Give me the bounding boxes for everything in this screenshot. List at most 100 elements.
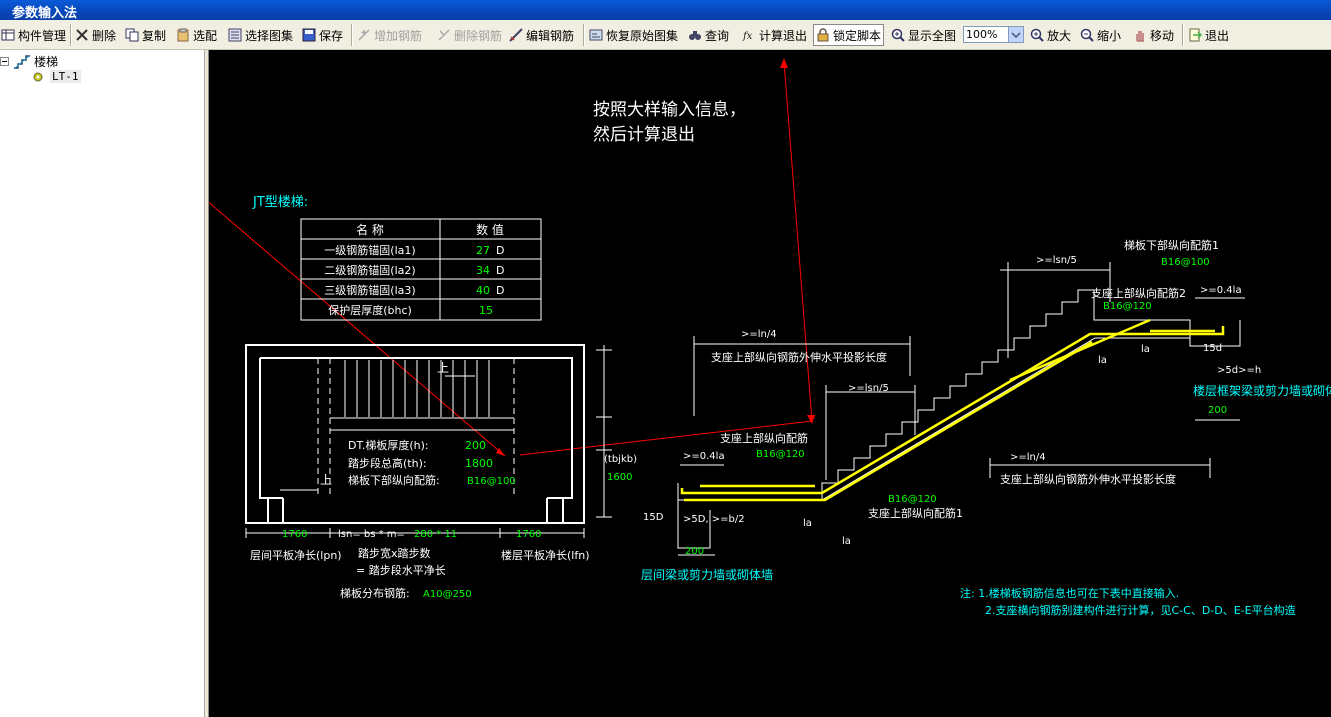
query-button[interactable]: 查询 — [688, 24, 729, 46]
calc-exit-button[interactable]: fx 计算退出 — [742, 24, 807, 46]
tree-node-stairs[interactable]: 楼梯 — [0, 53, 58, 70]
edit-rebar-label: 编辑钢筋 — [526, 28, 575, 43]
title-bar: 参数输入法 — [0, 0, 1331, 21]
svg-text:fx: fx — [742, 31, 753, 42]
rebar-lines — [680, 318, 1225, 502]
thickness-label: DT.梯板厚度(h): — [348, 438, 429, 452]
tbjkb-label: (tbjkb) — [604, 454, 637, 465]
dropdown-arrow-icon[interactable] — [1008, 27, 1023, 42]
lock-script-button[interactable]: 锁定脚本 — [813, 24, 885, 46]
right-length-value[interactable]: 1760 — [516, 529, 541, 540]
delete-rebar-icon — [438, 29, 450, 41]
bottom-rebar-label: 梯板下部纵向配筋: — [348, 473, 440, 487]
table-row-unit: D — [496, 284, 504, 297]
zoom-in-button[interactable]: 放大 — [1030, 24, 1071, 46]
top-rebar1-value[interactable]: B16@100 — [1161, 257, 1210, 268]
toolbar-separator — [351, 24, 353, 46]
la-label-b: la — [1098, 355, 1107, 366]
delete-button[interactable]: 删除 — [75, 24, 116, 46]
support-top2-value[interactable]: B16@120 — [1103, 301, 1152, 312]
table-row-value[interactable]: 40 — [476, 284, 490, 297]
height-value[interactable]: 1800 — [465, 457, 493, 470]
ge5d-b2: >5D, >=b/2 — [683, 514, 745, 525]
annotation-line1: 按照大样输入信息， — [593, 100, 746, 120]
lsn5-mid: >=lsn/5 — [848, 383, 889, 394]
save-button[interactable]: 保存 — [302, 24, 343, 46]
right-200-value[interactable]: 200 — [1208, 405, 1227, 416]
bottom-rebar-value[interactable]: B16@100 — [467, 476, 516, 487]
save-label: 保存 — [319, 28, 344, 43]
restore-icon — [589, 29, 603, 41]
annotation-line2: 然后计算退出 — [593, 125, 695, 145]
toolbar-separator — [70, 24, 72, 46]
restore-atlas-button[interactable]: 恢复原始图集 — [589, 24, 678, 46]
add-rebar-button[interactable]: 增加钢筋 — [357, 24, 422, 46]
ln4-left: >=ln/4 — [741, 329, 777, 340]
component-manage-button[interactable]: 构件管理 — [1, 24, 66, 46]
exit-button[interactable]: 退出 — [1188, 24, 1229, 46]
thickness-value[interactable]: 200 — [465, 439, 486, 452]
move-label: 移动 — [1150, 28, 1175, 43]
zoom-select[interactable] — [963, 26, 1024, 43]
support-top-value[interactable]: B16@120 — [756, 449, 805, 460]
left-support-label: 层间梁或剪力墙或砌体墙 — [641, 567, 773, 582]
mid-caption-1: 踏步宽x踏步数 — [358, 546, 431, 560]
show-all-label: 显示全图 — [908, 28, 957, 43]
edit-rebar-button[interactable]: 编辑钢筋 — [509, 24, 574, 46]
right-support-label: 楼层框架梁或剪力墙或砌体 — [1193, 383, 1331, 398]
lock-script-label: 锁定脚本 — [833, 28, 882, 43]
add-rebar-label: 增加钢筋 — [374, 28, 423, 43]
stair-plan-view — [245, 344, 612, 538]
edit-rebar-icon — [509, 28, 523, 42]
delete-label: 删除 — [92, 28, 117, 43]
delete-rebar-button[interactable]: 删除钢筋 — [437, 24, 502, 46]
table-row-value[interactable]: 27 — [476, 244, 490, 257]
tree-node-lt1[interactable]: LT-1 — [32, 70, 81, 83]
note-line2: 2.支座横向钢筋别建构件进行计算，见C-C、D-D、E-E平台构造 — [985, 603, 1296, 617]
toolbar-separator — [1182, 24, 1184, 46]
table-row-value[interactable]: 15 — [479, 304, 493, 317]
la-label-c: la — [803, 518, 812, 529]
select-sheet-label: 选配 — [193, 28, 218, 43]
delete-x-icon — [76, 29, 88, 41]
note-line1: 注: 1.楼梯板钢筋信息也可在下表中直接输入. — [960, 586, 1179, 600]
formula-value[interactable]: 280 * 11 — [414, 529, 457, 540]
toolbar: 构件管理 删除 复制 选配 选择图集 保存 增加钢筋 删除钢筋 编辑钢筋 恢复原… — [0, 20, 1331, 50]
component-tree: 楼梯 LT-1 — [0, 50, 204, 717]
mid-caption-2: = 踏步段水平净长 — [356, 563, 446, 577]
distribution-value[interactable]: A10@250 — [423, 589, 472, 600]
calc-exit-label: 计算退出 — [759, 28, 808, 43]
formula-label: lsn= bs * m= — [338, 529, 405, 540]
drawing-canvas[interactable]: 按照大样输入信息， 然后计算退出 JT型楼梯: 名 称 数 值 一级钢筋锚固(l… — [209, 50, 1331, 717]
stair-type-label: JT型楼梯: — [252, 195, 308, 210]
ext-left-label: 支座上部纵向钢筋外伸水平投影长度 — [711, 350, 887, 364]
zoom-in-label: 放大 — [1047, 28, 1072, 43]
table-row-name: 保护层厚度(bhc) — [328, 303, 412, 317]
ge041la-top: >=0.4la — [1200, 285, 1242, 296]
collapse-minus-icon[interactable] — [0, 56, 10, 67]
la-label-d: la — [842, 536, 851, 547]
move-button[interactable]: 移动 — [1133, 24, 1174, 46]
zoom-in-icon — [1030, 28, 1044, 42]
select-atlas-button[interactable]: 选择图集 — [228, 24, 293, 46]
d15-top: 15d — [1203, 343, 1222, 354]
pane-splitter[interactable] — [204, 50, 209, 717]
function-fx-icon: fx — [742, 31, 753, 42]
left-length-value[interactable]: 1760 — [282, 529, 307, 540]
zoom-out-button[interactable]: 缩小 — [1080, 24, 1121, 46]
select-atlas-label: 选择图集 — [245, 28, 294, 43]
parameter-table — [300, 218, 542, 321]
red-annotation-arrows — [209, 61, 813, 457]
zoom-out-label: 缩小 — [1097, 28, 1122, 43]
bottom-200-value[interactable]: 200 — [685, 546, 704, 557]
show-all-button[interactable]: 显示全图 — [891, 24, 956, 46]
copy-button[interactable]: 复制 — [125, 24, 166, 46]
zoom-input[interactable] — [966, 27, 1006, 42]
table-row-value[interactable]: 34 — [476, 264, 490, 277]
select-sheet-button[interactable]: 选配 — [176, 24, 217, 46]
table-row-name: 一级钢筋锚固(la1) — [324, 243, 415, 257]
bottom-b16-120[interactable]: B16@120 — [888, 494, 937, 505]
add-rebar-icon — [358, 29, 370, 41]
table-header-value: 数 值 — [476, 222, 504, 237]
width-value[interactable]: 1600 — [607, 472, 632, 483]
